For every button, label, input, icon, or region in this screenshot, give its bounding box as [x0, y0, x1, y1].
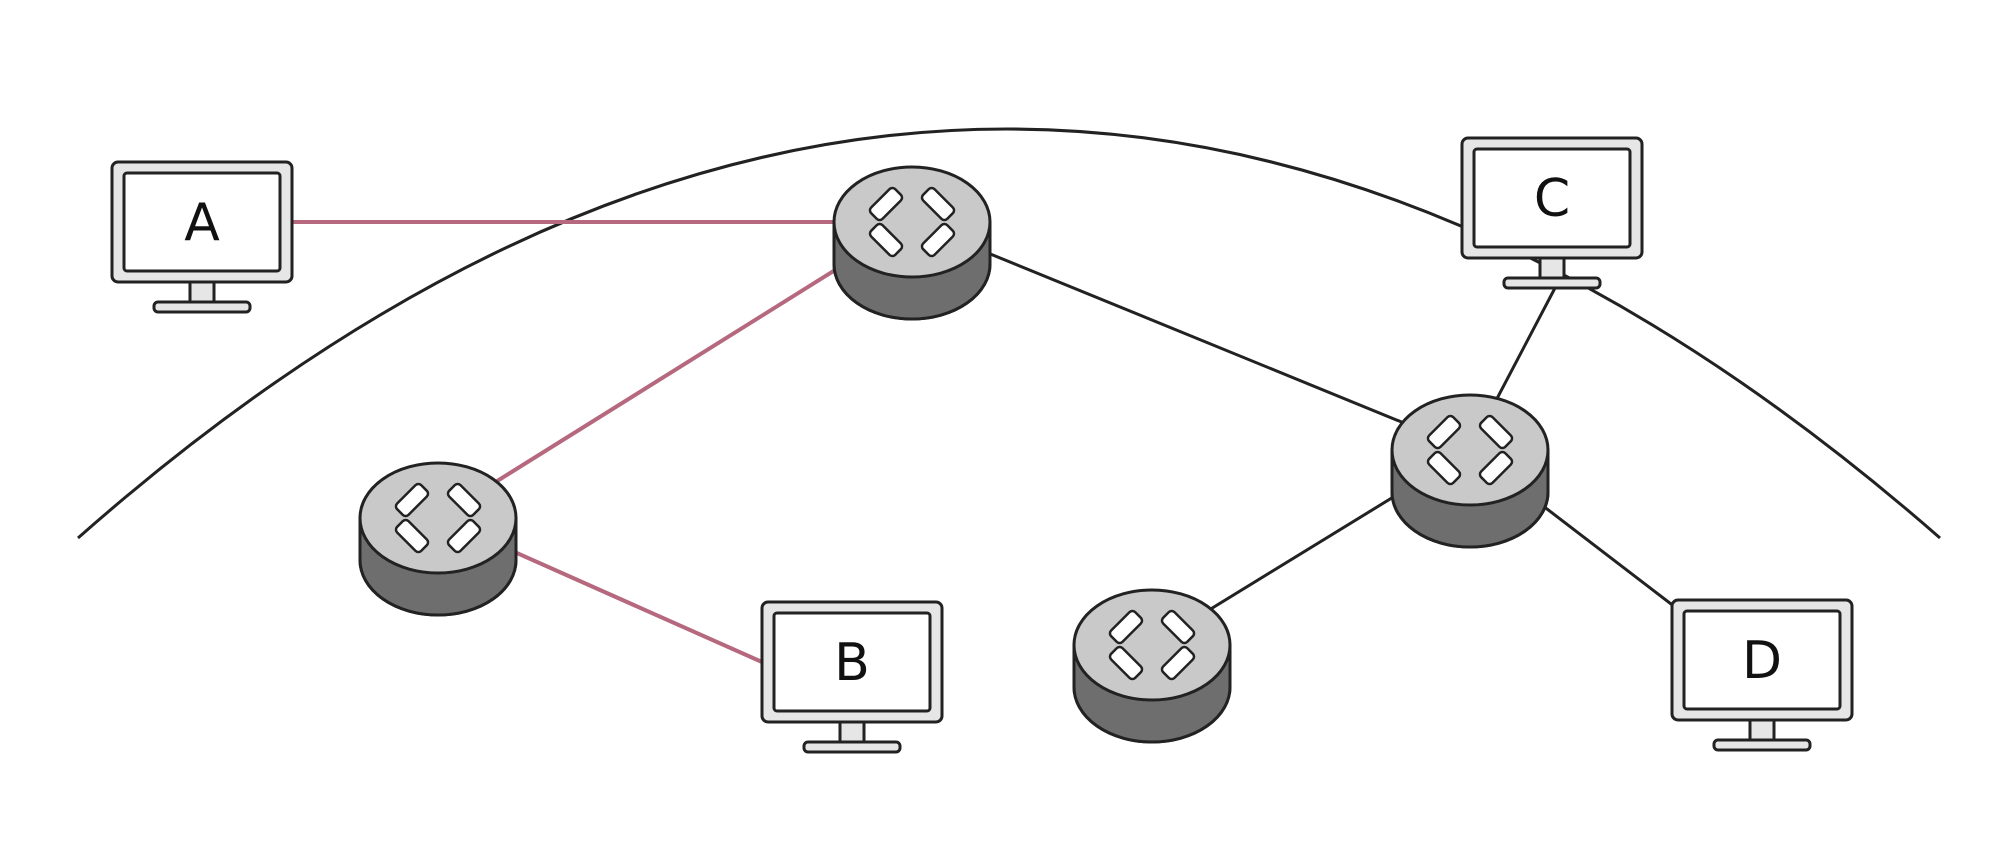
computer-a: A [110, 160, 294, 314]
router-r1 [832, 165, 992, 321]
computer-c: C [1460, 136, 1644, 290]
monitor-icon [1460, 136, 1644, 290]
computer-label-b: B [834, 633, 870, 693]
routers-layer [358, 165, 1550, 744]
router-icon [1390, 393, 1550, 549]
router-icon [358, 461, 518, 617]
router-r2 [358, 461, 518, 617]
computer-label-d: D [1742, 631, 1782, 691]
router-icon [1072, 588, 1232, 744]
monitor-icon [110, 160, 294, 314]
network-boundary-arc [77, 127, 1941, 540]
link-r1-r2 [436, 220, 914, 520]
link-r1-r3 [910, 220, 1472, 452]
monitor-icon [760, 600, 944, 754]
computer-label-c: C [1534, 169, 1570, 229]
router-r4 [1072, 588, 1232, 744]
computer-label-a: A [184, 193, 220, 253]
computer-d: D [1670, 598, 1854, 752]
router-icon [832, 165, 992, 321]
computers-layer: A B C D [110, 136, 1854, 754]
computer-b: B [760, 600, 944, 754]
router-r3 [1390, 393, 1550, 549]
monitor-icon [1670, 598, 1854, 752]
